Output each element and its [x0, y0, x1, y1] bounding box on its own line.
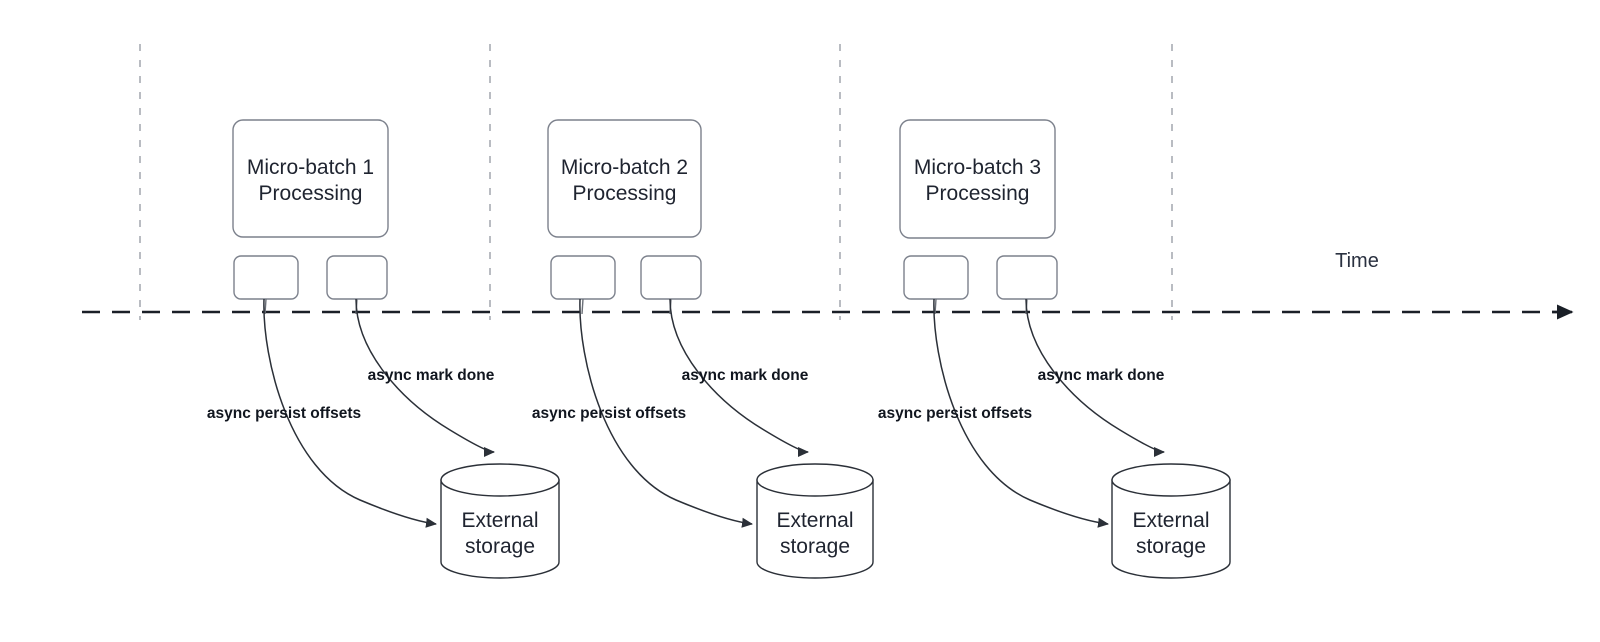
group-3: Micro-batch 3 Processing async persist off…	[878, 119, 1231, 579]
edge-path-2-1	[579, 298, 753, 528]
edge-label-1-1: async persist offsets	[207, 405, 361, 422]
edge-path-3-1	[933, 298, 1109, 528]
edge-label-2-1: async persist offsets	[532, 405, 686, 422]
edge-path-3-2	[1025, 298, 1165, 457]
storage-cylinder-body-1[interactable]	[440, 479, 560, 579]
micro-batch-label-line2-3: Processing	[926, 182, 1030, 205]
micro-batch-box-2[interactable]	[547, 119, 702, 238]
storage-label-line2-2: storage	[780, 535, 850, 558]
storage-label-line2-3: storage	[1136, 535, 1206, 558]
storage-cylinder-body-3[interactable]	[1111, 479, 1231, 579]
storage-cylinder-top-2	[756, 463, 874, 497]
task-box-1-1[interactable]	[233, 255, 299, 300]
task-box-3-2[interactable]	[996, 255, 1058, 300]
micro-batch-box-1[interactable]	[232, 119, 389, 238]
edge-label-1-2: async mark done	[368, 367, 495, 384]
micro-batch-box-3[interactable]	[899, 119, 1056, 239]
edge-path-1-2	[355, 298, 495, 457]
time-axis-label: Time	[1335, 250, 1379, 272]
group-2: Micro-batch 2 Processing async persist off…	[532, 119, 874, 579]
task-stem-3-1	[934, 298, 937, 315]
task-box-1-2[interactable]	[326, 255, 388, 300]
edge-path-1-1	[263, 298, 437, 528]
storage-label-line2-1: storage	[465, 535, 535, 558]
tick-lines-group	[139, 44, 1173, 320]
storage-cylinder-top-1	[440, 463, 560, 497]
storage-label-line1-1: External	[461, 509, 538, 532]
edge-path-2-2	[669, 298, 809, 457]
micro-batch-label-line1-2: Micro-batch 2	[561, 156, 688, 179]
storage-label-line1-2: External	[776, 509, 853, 532]
group-1: Micro-batch 1 Processing async persist off…	[207, 119, 560, 579]
storage-cylinder-top-3	[1111, 463, 1231, 497]
edge-label-2-2: async mark done	[682, 367, 809, 384]
micro-batch-groups-layer: Micro-batch 1 Processing async persist off…	[207, 119, 1231, 579]
micro-batch-label-line1-1: Micro-batch 1	[247, 156, 374, 179]
edge-label-3-1: async persist offsets	[878, 405, 1032, 422]
micro-batch-label-line2-2: Processing	[573, 182, 677, 205]
micro-batch-label-line2-1: Processing	[259, 182, 363, 205]
task-box-2-2[interactable]	[640, 255, 702, 300]
edge-label-3-2: async mark done	[1038, 367, 1165, 384]
task-box-2-1[interactable]	[550, 255, 616, 300]
storage-cylinder-body-2[interactable]	[756, 479, 874, 579]
micro-batch-label-line1-3: Micro-batch 3	[914, 156, 1041, 179]
task-stem-1-1	[264, 298, 267, 315]
storage-label-line1-3: External	[1132, 509, 1209, 532]
task-box-3-1[interactable]	[903, 255, 969, 300]
task-stem-2-1	[581, 298, 584, 315]
